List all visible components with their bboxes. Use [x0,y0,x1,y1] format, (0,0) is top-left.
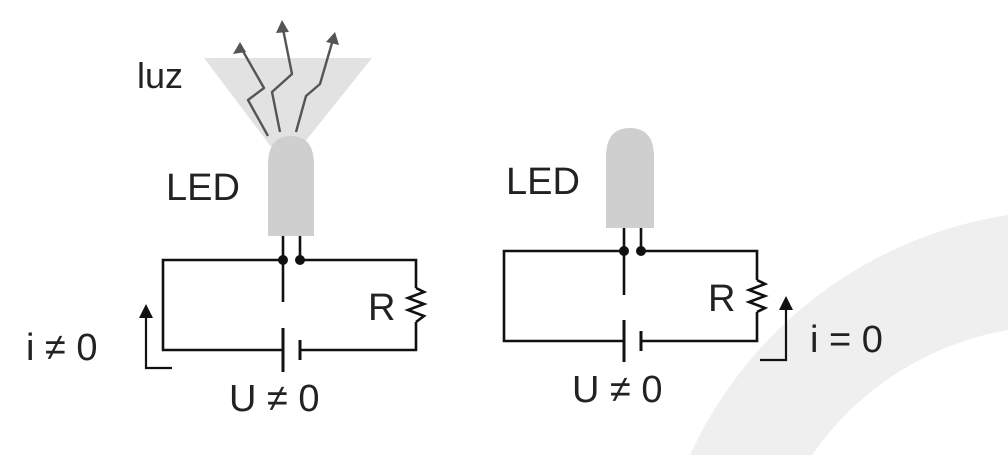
resistor-label-right: R [708,278,735,320]
voltage-label-right: U ≠ 0 [572,369,663,411]
wire-bottom-right-right-circuit [641,312,759,343]
wire-left-loop [161,258,283,352]
wire-right-loop-right-circuit [641,249,759,280]
resistor-label: R [368,287,395,329]
led-label: LED [166,167,240,209]
current-label-right: i = 0 [810,319,883,361]
resistor-icon [404,286,428,324]
light-rays-icon [233,20,339,137]
light-cone [204,58,372,148]
wire-left-loop-right-circuit [502,249,624,343]
wire-right-loop [300,258,418,288]
current-arrowhead [139,304,153,318]
current-arrow-icon-right [760,304,788,362]
led-body [268,136,314,236]
voltage-label: U ≠ 0 [229,378,320,420]
current-arrowhead-right [779,296,793,310]
background-arc [690,215,1008,455]
current-label: i ≠ 0 [26,327,98,369]
right-circuit: LED R i = 0 U ≠ 0 [502,128,883,411]
wire-bottom-right [300,322,418,352]
led-label-right: LED [506,161,580,203]
current-arrow-icon [144,312,172,370]
left-circuit: luz LED R i ≠ 0 U ≠ 0 [26,20,428,420]
light-label: luz [137,55,183,96]
resistor-icon-right [745,278,769,314]
led-body-off [606,128,654,228]
